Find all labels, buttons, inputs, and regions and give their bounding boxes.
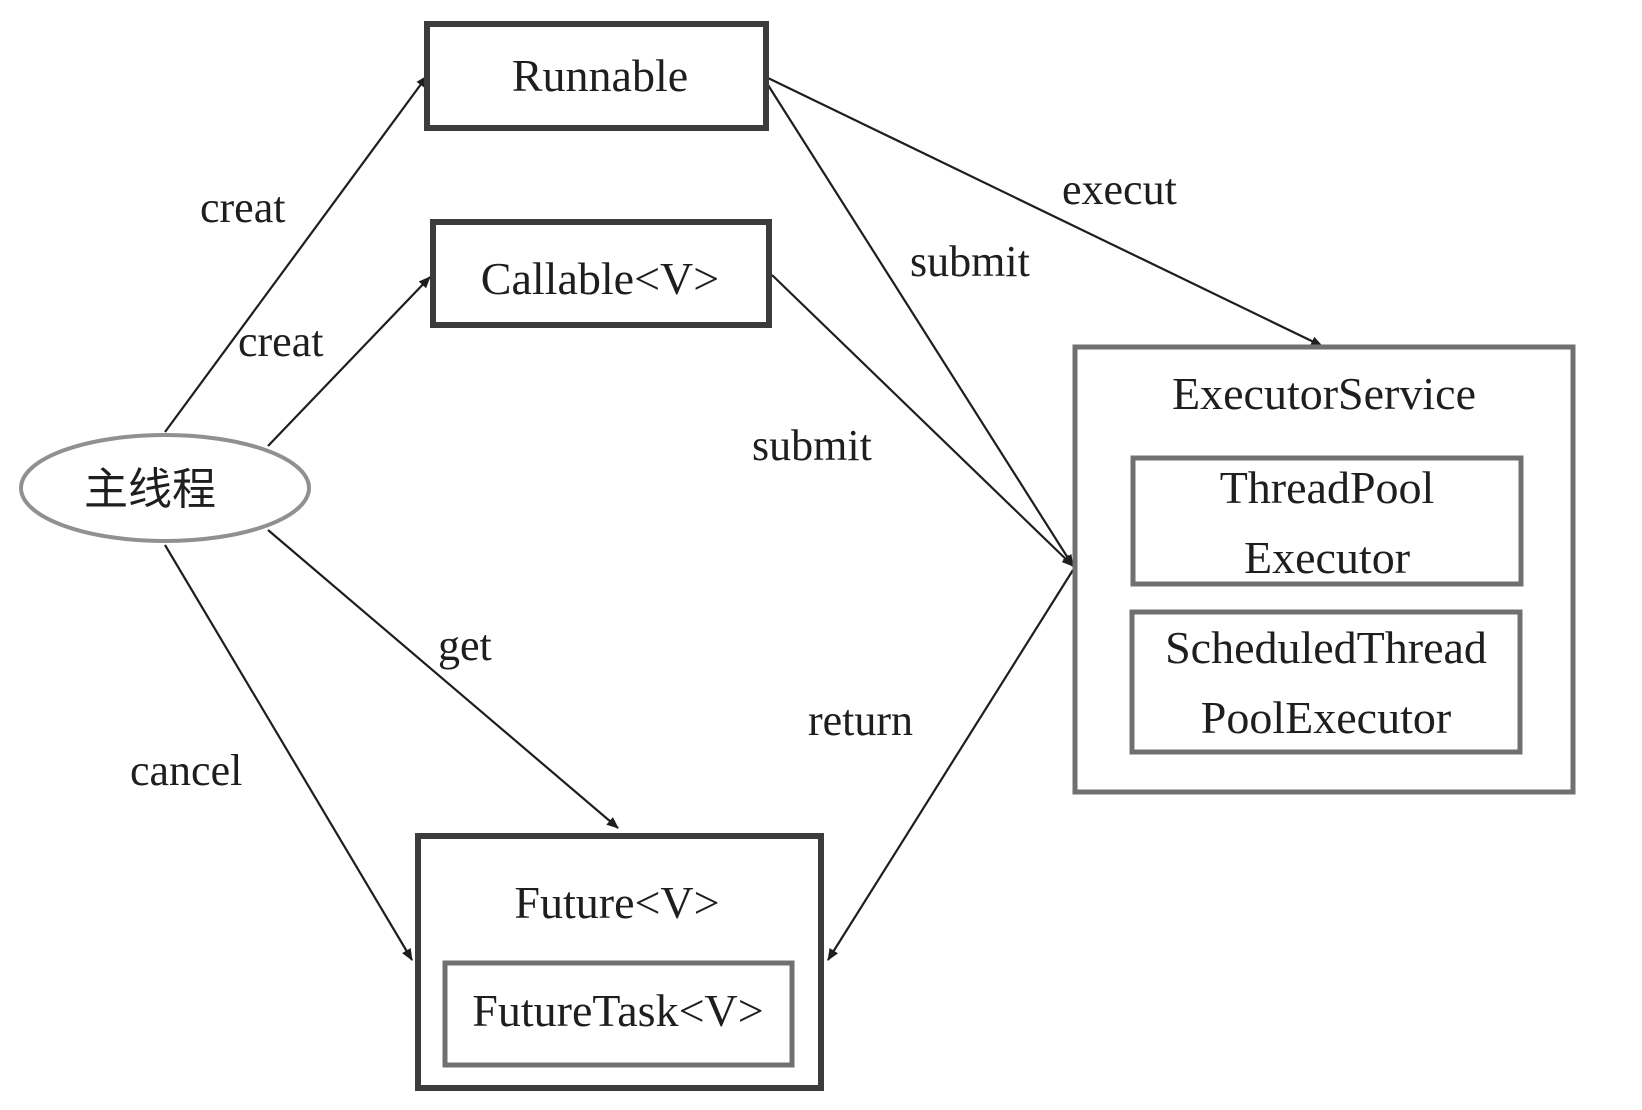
label-submit-callable: submit bbox=[752, 421, 872, 470]
edge-cancel bbox=[164, 544, 413, 961]
main-thread-label: 主线程 bbox=[84, 464, 216, 515]
edge-creat-runnable bbox=[164, 75, 428, 433]
future-node: Future<V> FutureTask<V> bbox=[415, 833, 824, 1091]
edge-execut bbox=[767, 77, 1323, 347]
main-thread-ellipse bbox=[19, 433, 311, 543]
future-task-box bbox=[442, 960, 795, 1068]
thread-pool-executor-label-line-1: ThreadPool bbox=[1220, 462, 1435, 513]
scheduled-executor-box bbox=[1129, 609, 1523, 755]
label-get: get bbox=[438, 621, 492, 670]
label-return: return bbox=[808, 696, 913, 745]
edge-get bbox=[267, 529, 619, 829]
label-creat-callable: creat bbox=[238, 317, 323, 366]
future-label: Future<V> bbox=[514, 877, 719, 928]
edge-labels: creat creat execut submit submit get can… bbox=[130, 165, 1177, 795]
label-execut: execut bbox=[1062, 165, 1177, 214]
callable-box bbox=[430, 219, 772, 328]
edge-submit-callable bbox=[771, 274, 1074, 567]
label-submit-runnable: submit bbox=[910, 237, 1030, 286]
callable-node: Callable<V> bbox=[430, 219, 772, 328]
label-creat-runnable: creat bbox=[200, 183, 285, 232]
scheduled-executor-label-line-1: ScheduledThread bbox=[1165, 622, 1487, 673]
edge-return bbox=[827, 569, 1074, 961]
edge-submit-runnable bbox=[767, 84, 1074, 567]
runnable-label: Runnable bbox=[512, 50, 688, 101]
runnable-box bbox=[424, 21, 769, 131]
edges bbox=[164, 75, 1323, 961]
runnable-node: Runnable bbox=[424, 21, 769, 131]
future-task-label: FutureTask<V> bbox=[472, 985, 763, 1036]
label-cancel: cancel bbox=[130, 746, 242, 795]
edge-creat-callable bbox=[267, 276, 431, 447]
executor-service-label: ExecutorService bbox=[1172, 368, 1476, 419]
callable-label: Callable<V> bbox=[481, 253, 719, 304]
thread-pool-executor-box bbox=[1130, 455, 1524, 587]
thread-pool-executor-label-line-2: Executor bbox=[1244, 532, 1410, 583]
scheduled-executor-label-line-2: PoolExecutor bbox=[1201, 692, 1451, 743]
main-thread-node: 主线程 bbox=[19, 433, 311, 543]
executor-service-node: ExecutorService ThreadPool Executor Sche… bbox=[1072, 344, 1576, 795]
